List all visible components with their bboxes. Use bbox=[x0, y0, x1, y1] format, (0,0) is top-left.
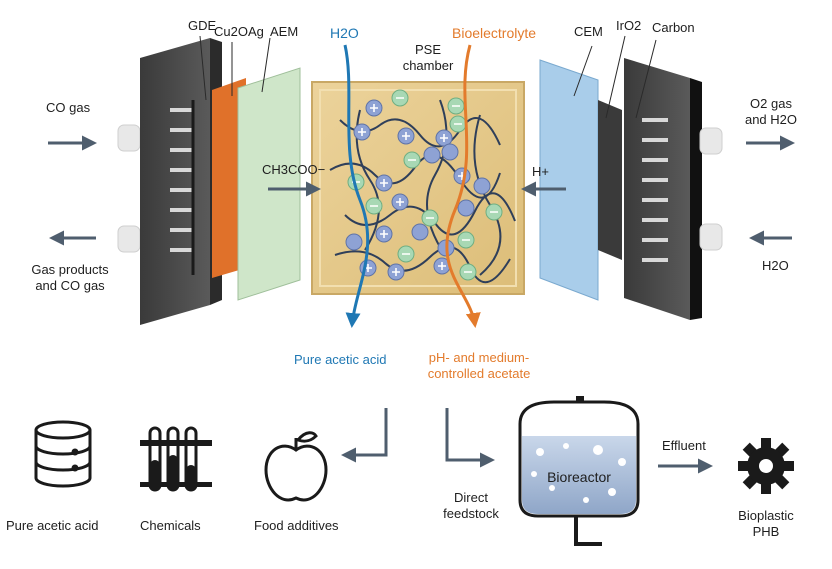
label-gas-products-line2: and CO gas bbox=[35, 278, 105, 293]
label-bioreactor: Bioreactor bbox=[547, 469, 611, 485]
label-h2o-right: H2O bbox=[762, 258, 789, 273]
label-proton: H+ bbox=[532, 164, 549, 179]
label-bioplastic-line2: PHB bbox=[752, 524, 780, 539]
database-icon bbox=[34, 420, 92, 488]
carbon-electrode bbox=[624, 58, 702, 320]
gde-electrode bbox=[140, 38, 222, 325]
label-pse-line1: PSE bbox=[414, 42, 441, 57]
ions bbox=[345, 89, 503, 281]
label-o2-line2: and H2O bbox=[744, 112, 798, 127]
label-h2o-in: H2O bbox=[330, 25, 359, 41]
label-carbon: Carbon bbox=[652, 20, 695, 35]
label-o2-line1: O2 gas bbox=[750, 96, 792, 111]
aem-membrane bbox=[237, 67, 301, 301]
left-connectors bbox=[117, 124, 141, 253]
label-iro2: IrO2 bbox=[616, 18, 642, 33]
label-bioelectrolyte: Bioelectrolyte bbox=[452, 25, 537, 41]
to-uses-arrow bbox=[341, 408, 388, 463]
label-food-additives: Food additives bbox=[254, 518, 339, 533]
test-tubes-icon bbox=[140, 426, 212, 492]
leader-lines bbox=[199, 35, 657, 119]
apple-icon bbox=[264, 431, 328, 502]
label-acetate-ion: CH3COO− bbox=[262, 162, 326, 177]
label-co-gas: CO gas bbox=[46, 100, 91, 115]
label-direct-line2: feedstock bbox=[443, 506, 499, 521]
label-cu2o-ag: Cu2OAg bbox=[214, 24, 264, 39]
label-pure-acetic-product: Pure acetic acid bbox=[6, 518, 99, 533]
to-bioreactor-arrow bbox=[445, 408, 495, 468]
label-pure-acetic-stream: Pure acetic acid bbox=[294, 352, 387, 367]
label-gas-products-line1: Gas products bbox=[31, 262, 109, 277]
label-chemicals: Chemicals bbox=[140, 518, 201, 533]
bioreactor-vessel bbox=[518, 396, 640, 546]
label-cem: CEM bbox=[574, 24, 603, 39]
label-controlled-acetate-line2: controlled acetate bbox=[427, 366, 531, 381]
label-gde: GDE bbox=[188, 18, 217, 33]
gear-icon bbox=[738, 438, 794, 494]
water-stream bbox=[343, 44, 370, 328]
iro2-layer bbox=[598, 100, 622, 260]
right-connectors bbox=[699, 127, 723, 251]
label-controlled-acetate-line1: pH- and medium- bbox=[428, 350, 530, 365]
label-effluent: Effluent bbox=[662, 438, 706, 453]
label-aem: AEM bbox=[270, 24, 299, 39]
label-direct-line1: Direct bbox=[454, 490, 488, 505]
cem-membrane bbox=[539, 59, 599, 301]
bioelectrolyte-stream bbox=[445, 44, 481, 328]
label-pse-line2: chamber bbox=[402, 58, 454, 73]
label-bioplastic-line1: Bioplastic bbox=[738, 508, 794, 523]
